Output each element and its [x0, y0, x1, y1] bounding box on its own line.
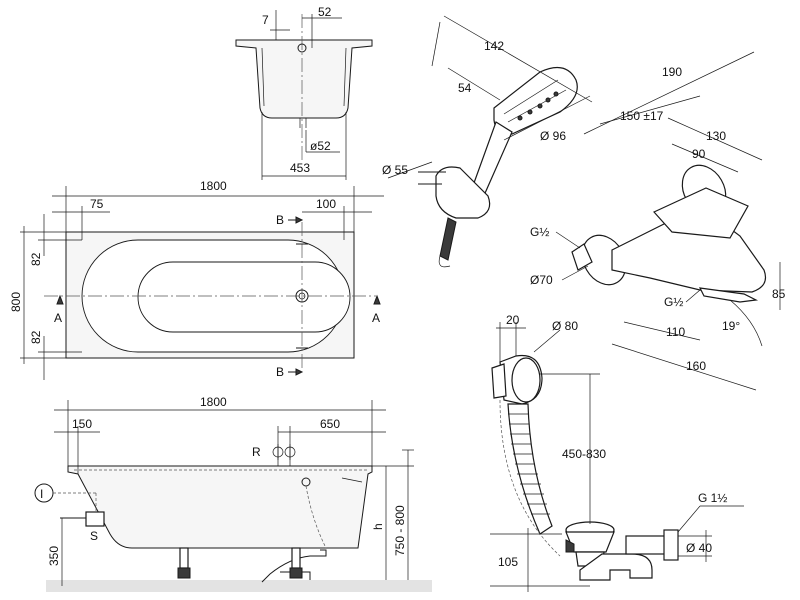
bath-mixer-view: 190 150 ±17 130 90 G½ Ø70 G½ 85 110 19° …	[530, 51, 786, 391]
dim-label-130: 130	[706, 129, 726, 143]
mixer-spout	[698, 287, 759, 303]
dim-line-160	[611, 343, 757, 391]
section-tub-outline	[235, 39, 373, 119]
section-marker-a-left: A	[54, 311, 62, 325]
dim-label-d70: Ø70	[530, 273, 553, 287]
label-i: I	[40, 487, 43, 501]
dim-label-1800-elevation: 1800	[200, 395, 227, 409]
dim-label-800: 800	[9, 292, 23, 312]
dim-label-750-800: 750 - 800	[393, 505, 407, 556]
dim-label-650: 650	[320, 417, 340, 431]
dim-label-82-bottom: 82	[29, 330, 43, 344]
shower-hose	[439, 217, 457, 261]
dim-label-110: 110	[666, 325, 685, 339]
dim-label-453: 453	[290, 161, 310, 175]
dim-line-150-17	[599, 95, 701, 125]
dim-line-d80	[533, 329, 561, 353]
plan-drain	[295, 289, 309, 303]
dim-label-19deg: 19°	[722, 319, 740, 333]
hand-shower-view: 142 54 Ø 96 Ø 55	[382, 15, 593, 268]
dim-label-142: 142	[484, 39, 504, 53]
tub-leg-left	[179, 547, 189, 569]
section-overflow	[297, 43, 307, 53]
dim-label-54: 54	[458, 81, 472, 95]
plan-tub-floor	[137, 261, 351, 333]
dim-label-350: 350	[47, 546, 61, 566]
section-tub-inner	[261, 47, 347, 107]
label-i-circle	[34, 483, 54, 503]
pipe-corrugation	[508, 413, 550, 515]
section-marker-b-bottom: B	[276, 365, 284, 379]
tub-leg-right	[291, 547, 301, 569]
dim-label-1800-plan: 1800	[200, 179, 227, 193]
dim-label-20: 20	[506, 313, 520, 327]
dim-label-150: 150	[72, 417, 92, 431]
shower-head	[493, 66, 578, 135]
dim-label-d80: Ø 80	[552, 319, 578, 333]
dim-label-82-top: 82	[29, 252, 43, 266]
dim-line-d96	[503, 95, 591, 141]
floor-hatch	[46, 580, 432, 592]
dim-label-100: 100	[316, 197, 336, 211]
dim-label-75: 75	[90, 197, 104, 211]
dim-label-160: 160	[686, 359, 706, 373]
dim-label-85: 85	[772, 287, 786, 301]
elevation-view: 1800 150 650 R I S 350 h 750 - 800	[34, 395, 432, 592]
label-s: S	[90, 529, 98, 543]
dim-label-190: 190	[662, 65, 682, 79]
mixer-connector-left	[571, 243, 593, 271]
label-g-half-top: G½	[530, 225, 549, 239]
shower-wall-holder	[435, 166, 491, 219]
dim-line-d55	[387, 161, 433, 179]
dim-label-h: h	[371, 523, 385, 530]
dim-label-90: 90	[692, 147, 706, 161]
label-g-half-bottom: G½	[664, 295, 683, 309]
label-r: R	[252, 445, 261, 459]
plan-view: 1800 75 100 B B 800 82 82 A A	[9, 179, 384, 380]
dim-line-90	[671, 143, 739, 173]
dim-label-450-830: 450-830	[562, 447, 606, 461]
dim-line-54	[447, 67, 501, 101]
waste-overflow-view: 20 Ø 80 450-830 G 1½ Ø 40 105	[490, 313, 744, 592]
dim-line-130	[667, 117, 763, 161]
dim-label-52: 52	[318, 5, 332, 19]
dim-line-110	[623, 321, 701, 341]
dim-label-d55: Ø 55	[382, 163, 408, 177]
dim-label-d96: Ø 96	[540, 129, 566, 143]
elevation-tub-outline	[67, 465, 373, 549]
dim-label-7: 7	[262, 13, 269, 27]
overflow-pipe	[507, 403, 553, 535]
service-box-s	[85, 511, 105, 527]
dim-label-105: 105	[498, 555, 518, 569]
section-marker-a-right: A	[372, 311, 380, 325]
mixer-lever	[653, 187, 749, 239]
section-marker-b-top: B	[276, 213, 284, 227]
section-view: 7 52 ø52 453	[235, 5, 373, 180]
label-g-1half: G 1½	[698, 491, 727, 505]
dim-arc-19deg	[729, 299, 763, 347]
dim-label-d40: Ø 40	[686, 541, 712, 555]
dim-label-d52: ø52	[310, 139, 331, 153]
dim-line-142	[443, 15, 593, 103]
dim-label-150-17: 150 ±17	[620, 109, 664, 123]
